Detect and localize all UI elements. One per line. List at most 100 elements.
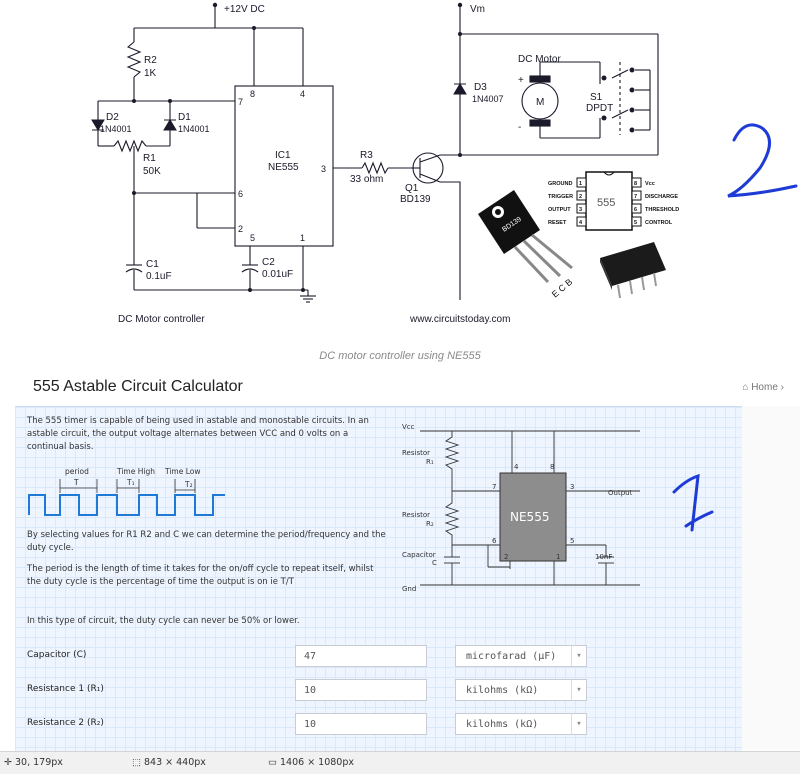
d3-part: 1N4007 xyxy=(472,94,504,104)
calculator-panel: 555 Astable Circuit Calculator ⌂ Home › … xyxy=(15,366,800,751)
supply-label: +12V DC xyxy=(224,4,265,15)
chevron-down-icon: ▾ xyxy=(571,680,586,700)
diagram-pin-7: 7 xyxy=(492,483,496,491)
selection-size-value: 843 × 440px xyxy=(144,757,206,768)
wave-t-label: T xyxy=(73,478,79,487)
pin-6: 6 xyxy=(238,189,243,199)
status-bar: ✛ 30, 179px ⬚ 843 × 440px ▭ 1406 × 1080p… xyxy=(0,751,800,774)
pinout-left-label: OUTPUT xyxy=(548,207,571,213)
pinout-left-label: RESET xyxy=(548,220,567,226)
motor-minus: - xyxy=(518,122,521,133)
selection-icon: ⬚ xyxy=(132,757,144,768)
pinout-left-pin-number: 1 xyxy=(579,181,582,187)
resistance1-input[interactable]: 10 xyxy=(295,679,427,701)
pin-5: 5 xyxy=(250,233,255,243)
diagram-pin-3: 3 xyxy=(570,483,574,491)
pinout-right-pin-number: 8 xyxy=(634,181,637,187)
home-icon: ⌂ xyxy=(742,382,752,393)
pinout-left-pin-box xyxy=(576,190,587,201)
transistor-leads: E C B xyxy=(550,277,574,300)
s1-type: DPDT xyxy=(586,103,613,114)
pinout-right-label: THRESHOLD xyxy=(645,207,679,213)
pin-3: 3 xyxy=(321,164,326,174)
diagram-pin-1: 1 xyxy=(556,553,560,561)
r1-value: 50K xyxy=(143,166,161,177)
d1-part: 1N4001 xyxy=(178,124,210,134)
resistance1-unit-value: kilohms (kΩ) xyxy=(466,685,539,696)
resistance2-unit-select[interactable]: kilohms (kΩ)▾ xyxy=(455,713,587,735)
capacitor-row: Capacitor (C) 47 microfarad (µF) ▾ xyxy=(27,645,747,671)
description-intro: The 555 timer is capable of being used i… xyxy=(27,416,369,452)
diagram-r1-sub: R₁ xyxy=(426,458,434,466)
pinout-right-pin-box xyxy=(631,216,642,227)
diagram-resistor2-label: Resistor xyxy=(402,511,430,519)
c1-value: 0.1uF xyxy=(146,271,172,282)
resistance1-label: Resistance 1 (R₁) xyxy=(27,684,104,694)
wave-t1-label: T₁ xyxy=(126,478,135,487)
crosshair-icon: ✛ xyxy=(4,757,15,768)
page-title: 555 Astable Circuit Calculator xyxy=(33,378,243,395)
description-duty-cycle: In this type of circuit, the duty cycle … xyxy=(27,616,300,626)
capacitor-label: Capacitor (C) xyxy=(27,650,87,660)
capacitor-unit-select[interactable]: microfarad (µF) ▾ xyxy=(455,645,587,667)
pinout-left-pin-number: 2 xyxy=(579,194,582,200)
diagram-pin-6: 6 xyxy=(492,537,497,545)
pin-8: 8 xyxy=(250,89,255,99)
description-period: The period is the length of time it take… xyxy=(27,564,374,587)
motor-title: DC Motor xyxy=(518,54,561,65)
calculator-body: The 555 timer is capable of being used i… xyxy=(15,406,742,751)
pinout-right-pin-box xyxy=(631,177,642,188)
handwritten-1-annotation xyxy=(672,473,714,532)
c2-name: C2 xyxy=(262,257,275,268)
pinout-chip-label: 555 xyxy=(597,197,615,209)
capacitor-input[interactable]: 47 xyxy=(295,645,427,667)
pinout-left-pin-number: 4 xyxy=(579,220,583,226)
diagram-output-label: Output xyxy=(608,489,633,497)
diagram-vcc-label: Vcc xyxy=(402,423,415,431)
r1-name: R1 xyxy=(143,153,156,164)
diode-d2-symbol xyxy=(91,119,105,131)
motor-symbol: M xyxy=(536,97,544,108)
r2-value: 1K xyxy=(144,68,157,79)
pin-7: 7 xyxy=(238,97,243,107)
ne555-circuit-diagram: Vcc Resistor R₁ Resistor R₂ Capacitor C … xyxy=(402,423,640,593)
r3-name: R3 xyxy=(360,150,373,161)
capacitor-unit-value: microfarad (µF) xyxy=(466,651,557,662)
pinout-left-pin-number: 3 xyxy=(579,207,582,213)
diagram-chip-label: NE555 xyxy=(510,510,549,524)
pinout-left-pin-box xyxy=(576,177,587,188)
ic-part: NE555 xyxy=(268,162,299,173)
resistance2-label: Resistance 2 (R₂) xyxy=(27,718,104,728)
diode-d1-symbol xyxy=(163,119,177,131)
calculator-header: 555 Astable Circuit Calculator ⌂ Home › xyxy=(15,366,800,406)
d2-name: D2 xyxy=(106,112,119,123)
cursor-position: ✛ 30, 179px xyxy=(4,757,63,768)
image-size: ▭ 1406 × 1080px xyxy=(268,757,354,768)
d3-name: D3 xyxy=(474,82,487,93)
ne555-chip-illustration xyxy=(600,242,666,299)
chevron-down-icon: ▾ xyxy=(571,646,586,666)
diagram-pin-2: 2 xyxy=(504,553,508,561)
resistance1-unit-select[interactable]: kilohms (kΩ) ▾ xyxy=(455,679,587,701)
left-caption: DC Motor controller xyxy=(118,314,205,325)
diagram-c-sub: C xyxy=(432,559,437,567)
resistance2-row: Resistance 2 (R₂) 10 kilohms (kΩ)▾ xyxy=(27,713,747,739)
resistance2-unit-value: kilohms (kΩ) xyxy=(466,719,539,730)
r2-name: R2 xyxy=(144,55,157,66)
vm-label: Vm xyxy=(470,4,485,15)
pinout-right-pin-number: 7 xyxy=(634,194,637,200)
pin-4: 4 xyxy=(300,89,305,99)
d1-name: D1 xyxy=(178,112,191,123)
motor-plus: + xyxy=(518,75,524,86)
r3-value: 33 ohm xyxy=(350,174,383,185)
diagram-pin-5: 5 xyxy=(570,537,574,545)
home-link-label: Home xyxy=(751,382,778,393)
pin-2: 2 xyxy=(238,224,243,234)
resistance2-input[interactable]: 10 xyxy=(295,713,427,735)
pinout-right-pin-number: 5 xyxy=(634,220,637,226)
image-size-value: 1406 × 1080px xyxy=(280,757,355,768)
q1-name: Q1 xyxy=(405,183,419,194)
home-link[interactable]: ⌂ Home › xyxy=(742,382,784,393)
wave-time-high-label: Time High xyxy=(116,467,155,476)
pinout-right-label: DISCHARGE xyxy=(645,194,678,200)
